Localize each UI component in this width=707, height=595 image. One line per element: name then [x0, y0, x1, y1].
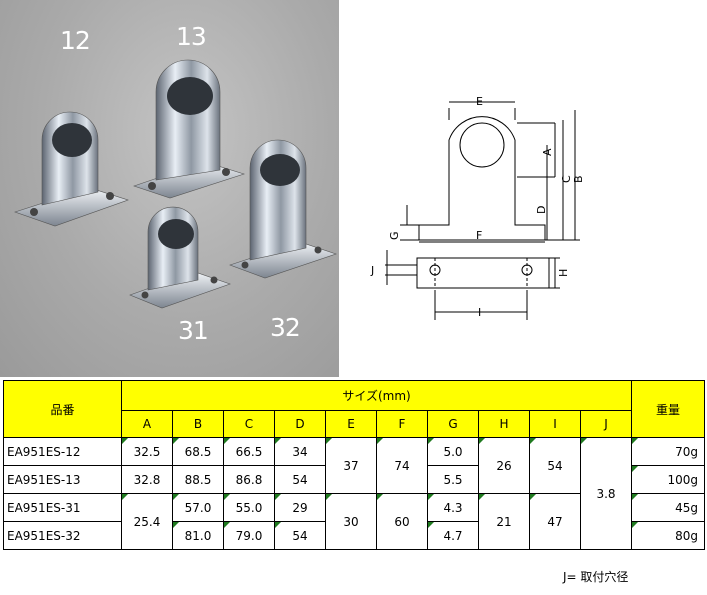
cell-weight: 100g: [631, 465, 706, 494]
cell-g: 4.3: [427, 493, 479, 522]
cell-a: 25.4: [121, 493, 173, 550]
dim-label-d: D: [535, 206, 548, 214]
cell-e: 30: [325, 493, 377, 550]
mounting-hole-note: J= 取付穴径: [563, 570, 629, 584]
bracket-12-image: [14, 111, 129, 227]
dim-label-g: G: [388, 231, 401, 240]
header-col-g: G: [427, 410, 479, 438]
cell-weight: 45g: [631, 493, 706, 522]
cell-a: 32.8: [121, 465, 173, 494]
table-row: EA951ES-12 32.5 68.5 66.5 34 37 74 5.0 2…: [3, 437, 706, 550]
header-col-c: C: [223, 410, 275, 438]
cell-g: 5.0: [427, 437, 479, 466]
cell-d: 29: [274, 493, 326, 522]
product-photo: 12 13 31 32: [0, 0, 339, 377]
cell-e: 37: [325, 437, 377, 494]
dimension-drawing: E F A C B D G H J I: [370, 95, 585, 320]
spec-table: 品番 サイズ(mm) 重量 A B C D E F G H I J EA951E…: [3, 380, 706, 550]
cell-g: 4.7: [427, 521, 479, 550]
bracket-31-image: [129, 206, 231, 309]
cell-j: 3.8: [579, 437, 633, 550]
cell-b: 81.0: [172, 521, 224, 550]
header-size: サイズ(mm): [120, 380, 633, 411]
dim-label-a: A: [541, 148, 554, 156]
dim-label-h: H: [557, 269, 570, 277]
cell-g: 5.5: [427, 465, 479, 494]
table-row: EA951ES-32 81.0 79.0 54 4.7 80g: [3, 521, 706, 550]
cell-f: 60: [376, 493, 428, 550]
header-col-b: B: [172, 410, 224, 438]
photo-label-32: 32: [270, 313, 301, 342]
photo-label-31: 31: [178, 316, 209, 345]
photo-label-12: 12: [60, 26, 91, 55]
header-part-no: 品番: [3, 380, 122, 438]
table-row: EA951ES-13 32.8 88.5 86.8 54 5.5 100g: [3, 465, 706, 494]
header-col-d: D: [274, 410, 326, 438]
dim-label-b: B: [572, 175, 585, 183]
cell-a: 32.5: [121, 437, 173, 466]
dim-label-c: C: [560, 175, 573, 183]
header-col-f: F: [376, 410, 428, 438]
cell-i: 54: [529, 437, 581, 494]
cell-b: 68.5: [172, 437, 224, 466]
header-col-i: I: [529, 410, 581, 438]
cell-c: 86.8: [223, 465, 275, 494]
cell-c: 66.5: [223, 437, 275, 466]
cell-part: EA951ES-31: [3, 493, 122, 522]
dim-label-e: E: [476, 95, 483, 108]
cell-h: 21: [478, 493, 530, 550]
dim-label-i: I: [478, 306, 481, 319]
cell-d: 54: [274, 465, 326, 494]
cell-d: 34: [274, 437, 326, 466]
dim-label-f: F: [476, 229, 482, 242]
cell-part: EA951ES-12: [3, 437, 122, 466]
cell-weight: 70g: [631, 437, 706, 466]
header-col-j: J: [579, 410, 633, 438]
cell-c: 79.0: [223, 521, 275, 550]
cell-weight: 80g: [631, 521, 706, 550]
cell-f: 74: [376, 437, 428, 494]
cell-b: 88.5: [172, 465, 224, 494]
header-col-a: A: [121, 410, 173, 438]
cell-c: 55.0: [223, 493, 275, 522]
bracket-13-image: [133, 59, 245, 199]
cell-h: 26: [478, 437, 530, 494]
cell-part: EA951ES-13: [3, 465, 122, 494]
bracket-32-image: [229, 139, 337, 279]
header-col-e: E: [325, 410, 377, 438]
photo-label-13: 13: [176, 22, 207, 51]
dim-label-j: J: [370, 264, 374, 277]
cell-i: 47: [529, 493, 581, 550]
cell-d: 54: [274, 521, 326, 550]
cell-part: EA951ES-32: [3, 521, 122, 550]
cell-b: 57.0: [172, 493, 224, 522]
header-weight: 重量: [631, 380, 706, 438]
header-col-h: H: [478, 410, 530, 438]
